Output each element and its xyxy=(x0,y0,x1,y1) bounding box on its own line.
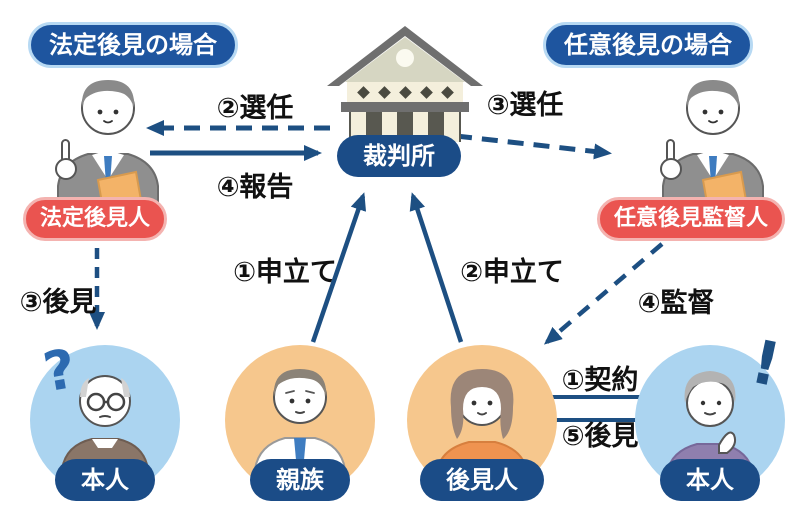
label-appointment-supervisor: ③選任 xyxy=(486,90,564,121)
principal-left-circle: 本人 xyxy=(30,345,180,501)
courthouse-icon xyxy=(327,26,483,142)
arrow-petition-guardian xyxy=(409,192,464,343)
statutory-case-badge: 法定後見の場合 xyxy=(28,22,238,68)
family-circle: 親族 xyxy=(225,345,375,501)
label-guardianship-statutory: ③後見 xyxy=(19,287,97,318)
voluntary-supervisor-illustration xyxy=(660,80,764,218)
principal-right-circle: 本人 xyxy=(635,345,785,501)
label-petition-guardian: ②申立て xyxy=(460,257,564,288)
voluntary-case-badge: 任意後見の場合 xyxy=(543,22,753,68)
label-guardianship-voluntary: ⑤後見 xyxy=(561,421,639,452)
statutory-guardian-illustration xyxy=(55,80,159,218)
court-badge: 裁判所 xyxy=(337,135,461,177)
guardian-badge: 後見人 xyxy=(420,459,544,501)
label-contract: ①契約 xyxy=(561,365,639,396)
arrow-petition-family xyxy=(310,192,367,343)
statutory-guardian-badge: 法定後見人 xyxy=(23,197,168,241)
label-report: ④報告 xyxy=(216,172,294,203)
arrow-supervision xyxy=(543,242,664,345)
principal-left-badge: 本人 xyxy=(55,459,155,501)
voluntary-supervisor-badge: 任意後見監督人 xyxy=(597,197,786,241)
label-appointment-statutory: ②選任 xyxy=(216,93,294,124)
family-badge: 親族 xyxy=(250,459,350,501)
label-supervision: ④監督 xyxy=(637,288,715,319)
guardian-circle: 後見人 xyxy=(407,345,557,501)
label-petition-family: ①申立て xyxy=(233,257,337,288)
principal-right-badge: 本人 xyxy=(660,459,760,501)
